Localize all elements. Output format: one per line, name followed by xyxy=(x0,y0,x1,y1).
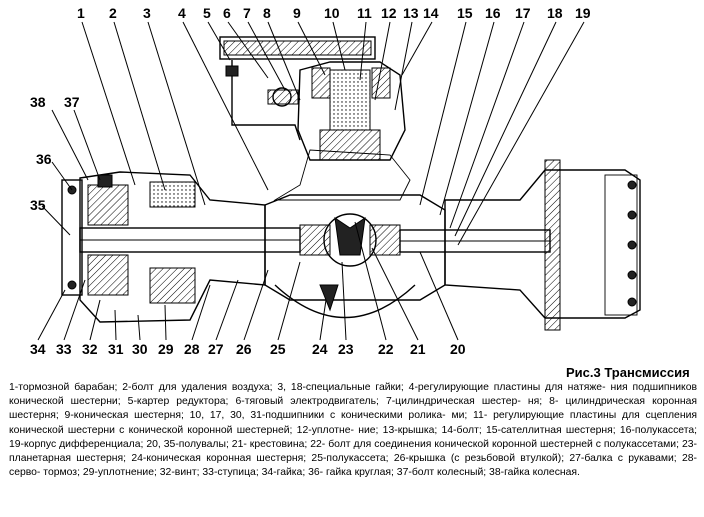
callout-label: 31 xyxy=(108,341,124,357)
caption-line: ня; 8- цилиндрическая коронная шестерня;… xyxy=(9,396,697,422)
callout-label: 13 xyxy=(403,5,419,21)
callout-label: 36 xyxy=(36,151,52,167)
figure-caption: 1-тормозной барабан; 2-болт для удаления… xyxy=(9,381,697,480)
caption-line: ми; 11- регулирующие пластины для сцепле… xyxy=(9,410,698,436)
callout-label: 11 xyxy=(357,5,372,21)
right-axle-and-brake xyxy=(399,159,641,331)
callout-label: 32 xyxy=(82,341,98,357)
callout-label: 37 xyxy=(64,94,80,110)
callout-label: 7 xyxy=(243,5,251,21)
callout-label: 29 xyxy=(158,341,174,357)
callout-label: 25 xyxy=(270,341,286,357)
callout-label: 6 xyxy=(223,5,231,21)
callout-label: 20 xyxy=(450,341,466,357)
caption-line: ние; 13-крышка; 14-болт; 15-сателлитная … xyxy=(9,424,698,450)
callout-label: 23 xyxy=(338,341,354,357)
callouts-bottom: 34 33 32 31 30 29 28 27 26 25 24 23 22 2… xyxy=(30,341,466,357)
callout-label: 1 xyxy=(77,5,85,21)
caption-line: тормоз; 29-уплотнение; 32-винт; 33-ступи… xyxy=(43,467,580,479)
callout-label: 12 xyxy=(381,5,397,21)
callout-label: 33 xyxy=(56,341,72,357)
callout-label: 22 xyxy=(378,341,394,357)
callout-label: 28 xyxy=(184,341,200,357)
callout-label: 27 xyxy=(208,341,224,357)
callout-label: 35 xyxy=(30,197,46,213)
callout-label: 14 xyxy=(423,5,439,21)
caption-line: 1-тормозной барабан; 2-болт для удаления… xyxy=(9,382,606,393)
callout-label: 4 xyxy=(178,5,186,21)
caption-line: крестовина; 22- болт для соединения кони… xyxy=(9,438,697,465)
callout-label: 34 xyxy=(30,341,46,357)
callout-label: 21 xyxy=(410,341,426,357)
left-axle-and-hub xyxy=(61,171,301,323)
callouts-top: 1 2 3 4 5 6 7 8 9 10 11 12 13 14 15 16 1… xyxy=(77,5,591,21)
callout-label: 26 xyxy=(236,341,252,357)
callout-label: 15 xyxy=(457,5,473,21)
callout-label: 24 xyxy=(312,341,328,357)
callout-label: 2 xyxy=(109,5,117,21)
callout-label: 38 xyxy=(30,94,46,110)
figure-title: Рис.3 Трансмиссия xyxy=(566,365,690,380)
callout-label: 16 xyxy=(485,5,501,21)
callout-label: 9 xyxy=(293,5,301,21)
callout-label: 17 xyxy=(515,5,531,21)
reduction-gearbox xyxy=(267,61,411,201)
caption-line: 24-коническая коронная шестерня; 25-полу… xyxy=(9,453,697,479)
callout-label: 18 xyxy=(547,5,563,21)
caption-line: ния подшипников конической шестерни; 5-к… xyxy=(9,382,698,408)
callout-label: 10 xyxy=(324,5,340,21)
callout-label: 19 xyxy=(575,5,591,21)
differential-housing xyxy=(264,194,446,319)
leader-lines xyxy=(37,21,585,341)
callout-label: 3 xyxy=(143,5,151,21)
callout-label: 8 xyxy=(263,5,271,21)
callouts-left: 38 37 36 35 xyxy=(30,94,80,213)
callout-label: 5 xyxy=(203,5,211,21)
callout-label: 30 xyxy=(132,341,148,357)
